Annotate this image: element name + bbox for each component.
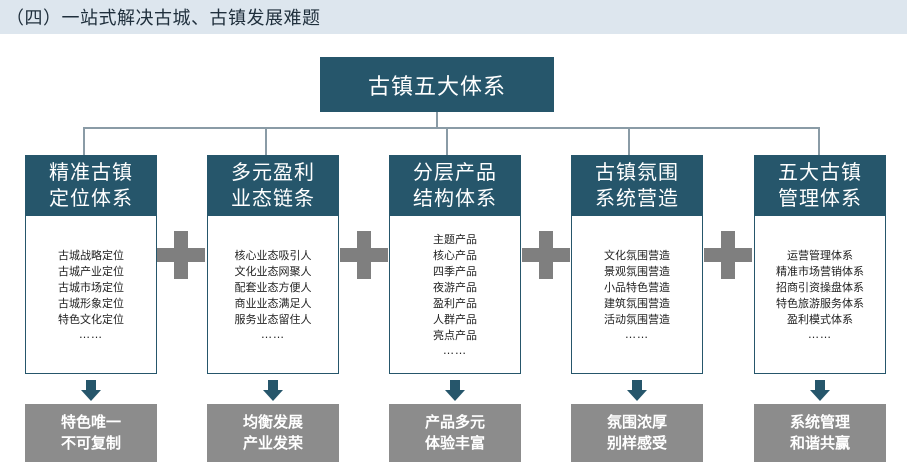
pillar-4-title: 古镇氛围 系统营造	[571, 155, 703, 215]
list-item: 盈利模式体系	[787, 312, 853, 326]
down-arrow-icon	[263, 380, 283, 401]
list-item: 精准市场营销体系	[776, 264, 864, 278]
pillar-5-result: 系统管理 和谐共赢	[754, 404, 886, 462]
pillar-5-list: 运营管理体系 精准市场营销体系 招商引资操盘体系 特色旅游服务体系 盈利模式体系…	[754, 215, 886, 374]
list-item: 特色旅游服务体系	[776, 296, 864, 310]
pillar-title-line: 业态链条	[231, 186, 315, 210]
down-arrow-icon	[445, 380, 465, 401]
list-ellipsis: ……	[443, 343, 467, 357]
result-line: 特色唯一	[60, 413, 121, 431]
list-item: 古城产业定位	[58, 264, 124, 278]
pillar-title-line: 系统营造	[595, 186, 679, 210]
header-band	[0, 0, 907, 34]
root-stem	[436, 112, 438, 128]
list-item: 夜游产品	[433, 280, 477, 294]
result-line: 产品多元	[424, 413, 485, 431]
list-item: 核心产品	[433, 248, 477, 262]
pillar-title-line: 古镇氛围	[595, 160, 679, 184]
list-item: 服务业态留住人	[234, 312, 312, 326]
pillar-title-line: 结构体系	[413, 186, 497, 210]
list-item: 人群产品	[433, 312, 477, 326]
pillar-title-line: 定位体系	[49, 186, 133, 210]
down-arrow-icon	[627, 380, 647, 401]
pillar-3-title: 分层产品 结构体系	[389, 155, 521, 215]
pillar-title-line: 管理体系	[778, 186, 862, 210]
result-line: 体验丰富	[424, 434, 485, 452]
list-item: 景观氛围营造	[604, 264, 670, 278]
pillar-title-line: 精准古镇	[49, 160, 133, 184]
pillar-1-result: 特色唯一 不可复制	[25, 404, 157, 462]
list-item: 小品特色营造	[604, 280, 670, 294]
list-item: 特色文化定位	[58, 312, 124, 326]
list-item: 活动氛围营造	[604, 312, 670, 326]
pillar-4-result: 氛围浓厚 别样感受	[571, 404, 703, 462]
pillar-1-list: 古城战略定位 古城产业定位 古城市场定位 古城形象定位 特色文化定位 ……	[25, 215, 157, 374]
pillar-title-line: 分层产品	[413, 160, 497, 184]
down-arrow-icon	[81, 380, 101, 401]
page-title: （四）一站式解决古城、古镇发展难题	[6, 8, 321, 29]
result-line: 均衡发展	[242, 413, 303, 431]
root-node: 古镇五大体系	[320, 57, 554, 112]
plus-icon	[704, 231, 752, 279]
list-item: 商业业态满足人	[234, 296, 312, 310]
result-line: 氛围浓厚	[606, 413, 667, 431]
list-item: 运营管理体系	[787, 248, 853, 262]
branch-bar	[83, 127, 820, 129]
list-ellipsis: ……	[79, 327, 103, 341]
result-line: 产业发荣	[242, 434, 303, 452]
list-item: 配套业态方便人	[234, 280, 312, 294]
list-item: 古城形象定位	[58, 296, 124, 310]
plus-icon	[340, 231, 388, 279]
pillar-title-line: 五大古镇	[778, 160, 862, 184]
plus-icon	[157, 231, 205, 279]
pillar-3-list: 主题产品 核心产品 四季产品 夜游产品 盈利产品 人群产品 亮点产品 ……	[389, 215, 521, 374]
plus-icon	[522, 231, 570, 279]
branch-drop-1	[83, 127, 85, 155]
list-ellipsis: ……	[625, 327, 649, 341]
list-item: 四季产品	[433, 264, 477, 278]
pillar-1-title: 精准古镇 定位体系	[25, 155, 157, 215]
list-item: 招商引资操盘体系	[776, 280, 864, 294]
branch-drop-2	[265, 127, 267, 155]
branch-drop-5	[818, 127, 820, 155]
list-item: 古城战略定位	[58, 248, 124, 262]
list-item: 主题产品	[433, 232, 477, 246]
list-item: 建筑氛围营造	[604, 296, 670, 310]
result-line: 别样感受	[606, 434, 667, 452]
pillar-2-title: 多元盈利 业态链条	[207, 155, 339, 215]
pillar-3-result: 产品多元 体验丰富	[389, 404, 521, 462]
list-item: 核心业态吸引人	[234, 248, 312, 262]
pillar-4-list: 文化氛围营造 景观氛围营造 小品特色营造 建筑氛围营造 活动氛围营造 ……	[571, 215, 703, 374]
list-ellipsis: ……	[261, 327, 285, 341]
list-item: 古城市场定位	[58, 280, 124, 294]
down-arrow-icon	[810, 380, 830, 401]
list-item: 文化氛围营造	[604, 248, 670, 262]
list-item: 文化业态网聚人	[234, 264, 312, 278]
list-item: 亮点产品	[433, 328, 477, 342]
branch-drop-4	[628, 127, 630, 155]
result-line: 系统管理	[789, 413, 850, 431]
pillar-title-line: 多元盈利	[231, 160, 315, 184]
list-ellipsis: ……	[808, 327, 832, 341]
result-line: 和谐共赢	[789, 434, 850, 452]
branch-drop-3	[446, 127, 448, 155]
root-label: 古镇五大体系	[367, 74, 506, 100]
result-line: 不可复制	[60, 434, 121, 452]
pillar-5-title: 五大古镇 管理体系	[754, 155, 886, 215]
list-item: 盈利产品	[433, 296, 477, 310]
pillar-2-result: 均衡发展 产业发荣	[207, 404, 339, 462]
pillar-2-list: 核心业态吸引人 文化业态网聚人 配套业态方便人 商业业态满足人 服务业态留住人 …	[207, 215, 339, 374]
